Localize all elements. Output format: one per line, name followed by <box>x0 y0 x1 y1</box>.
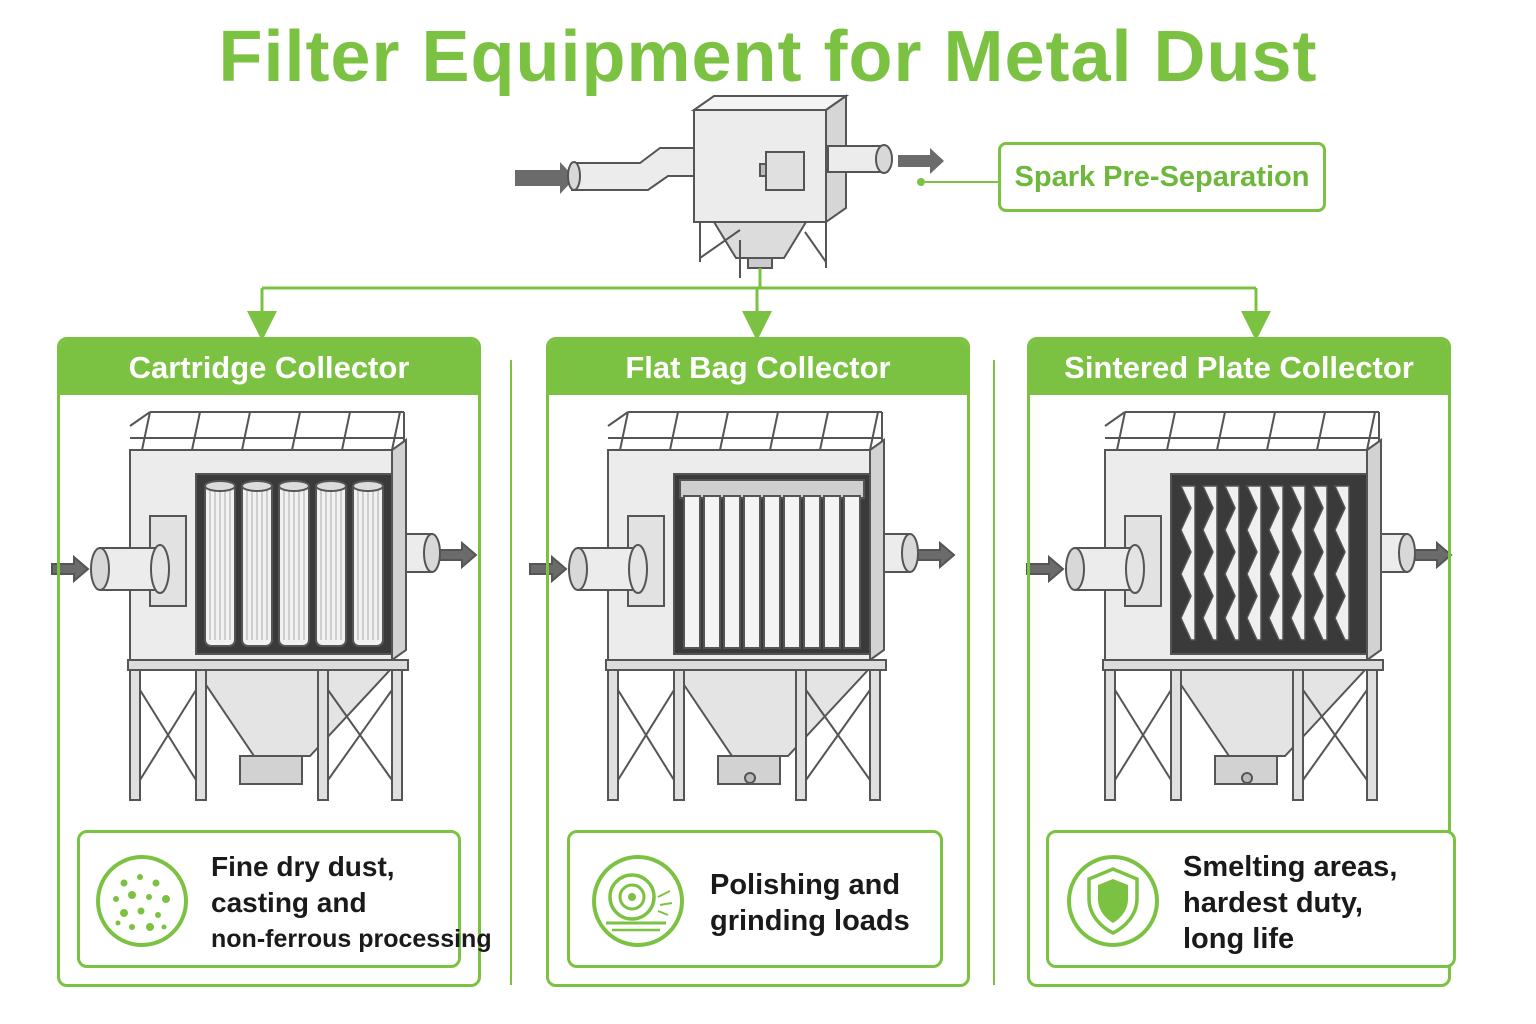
description-line: Fine dry dust, <box>211 851 395 882</box>
shield-icon <box>1067 855 1159 947</box>
sintered-plate-collector-illustration <box>1026 411 1453 801</box>
info-box-cartridge: Fine dry dust, casting and non-ferrous p… <box>77 830 492 968</box>
panel-cartridge-collector: Cartridge Collector <box>57 337 481 987</box>
cartridge-collector-illustration <box>51 411 478 801</box>
spark-pre-separator-unit <box>515 94 944 278</box>
spark-pre-separation-label: Spark Pre-Separation <box>998 142 1326 212</box>
description-line: long life <box>1183 923 1295 955</box>
panel-sintered-plate-collector: Sintered Plate Collector <box>1027 337 1451 987</box>
callout-dot <box>917 178 925 186</box>
panel-flat-bag-collector: Flat Bag Collector <box>546 337 970 987</box>
flat-bag-collector-illustration <box>529 411 956 801</box>
page-title: Filter Equipment for Metal Dust <box>218 17 1318 97</box>
description-line: casting and <box>211 887 367 918</box>
info-box-flat-bag: Polishing and grinding loads <box>567 830 943 968</box>
description-line: non-ferrous processing <box>211 925 492 953</box>
description-line: grinding loads <box>710 905 910 937</box>
panel-heading: Sintered Plate Collector <box>1030 340 1448 395</box>
panel-heading: Cartridge Collector <box>60 340 478 395</box>
dust-particles-icon <box>96 855 188 947</box>
info-box-sintered-plate: Smelting areas, hardest duty, long life <box>1046 830 1456 968</box>
description-line: hardest duty, <box>1183 887 1363 919</box>
description-line: Polishing and <box>710 869 901 901</box>
distribution-arrows <box>247 268 1271 341</box>
grinding-wheel-icon <box>592 855 684 947</box>
description-line: Smelting areas, <box>1183 851 1398 883</box>
panel-heading: Flat Bag Collector <box>549 340 967 395</box>
